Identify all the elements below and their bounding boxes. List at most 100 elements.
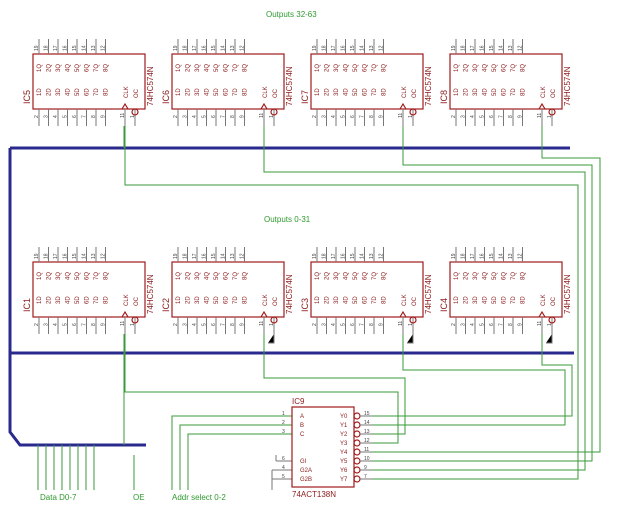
top-pin-number: 19 xyxy=(451,45,457,51)
bottom-pin-number: 9 xyxy=(518,115,524,118)
bottom-pin-number: 1 xyxy=(130,115,136,118)
q-pin-label: 6Q xyxy=(85,64,91,72)
decoder-output-bubble xyxy=(353,448,361,456)
d-pin-label: 4D xyxy=(483,296,489,304)
top-pin-number: 17 xyxy=(192,253,198,259)
latch-chip-ic6: 191Q1D182Q2D173Q3D164Q4D155Q5D146Q6D137Q… xyxy=(161,39,294,126)
bottom-pin-number: 4 xyxy=(53,323,59,326)
oc-label: OC xyxy=(134,88,140,98)
d-pin-label: 7D xyxy=(94,88,100,96)
top-pin-number: 15 xyxy=(211,253,217,259)
part-number: 74HC574N xyxy=(285,274,294,314)
decoder-output-pin-number: 14 xyxy=(364,420,370,426)
oc-label: OC xyxy=(412,88,418,98)
clock-triangle xyxy=(121,102,129,110)
decoder-enable-pin: 5 xyxy=(282,474,285,480)
d-pin-label: 7D xyxy=(233,88,239,96)
top-pin-number: 14 xyxy=(82,45,88,51)
decoder-output-bubble xyxy=(353,475,361,483)
bottom-pin-number: 5 xyxy=(480,115,486,118)
top-pin-number: 15 xyxy=(489,253,495,259)
d-pin-label: 1D xyxy=(454,88,460,96)
clk-label: CLK xyxy=(124,86,130,98)
d-pin-label: 5D xyxy=(353,88,359,96)
d-pin-label: 7D xyxy=(511,296,517,304)
bottom-pin-number: 8 xyxy=(230,115,236,118)
d-pin-label: 6D xyxy=(502,296,508,304)
bottom-pin-number: 1 xyxy=(547,115,553,118)
clk-wire-top-3 xyxy=(372,126,593,462)
addr-line-2 xyxy=(187,433,292,490)
bottom-pin-number: 8 xyxy=(369,115,375,118)
q-pin-label: 8Q xyxy=(382,272,388,280)
q-pin-label: 7Q xyxy=(372,64,378,72)
clk-wire-mid-4 xyxy=(372,334,573,417)
part-number: 74HC574N xyxy=(424,66,433,106)
d-pin-label: 2D xyxy=(47,88,53,96)
d-pin-label: 6D xyxy=(224,296,230,304)
oc-bubble xyxy=(548,316,556,324)
d-pin-label: 8D xyxy=(104,88,110,96)
q-pin-label: 5Q xyxy=(353,64,359,72)
decoder-output-bubble xyxy=(353,430,361,438)
bottom-pin-number: 3 xyxy=(461,115,467,118)
top-pin-number: 17 xyxy=(331,45,337,51)
clk-wire-mid-2 xyxy=(263,334,406,435)
bottom-pin-number: 3 xyxy=(322,323,328,326)
bottom-pin-number: 8 xyxy=(230,323,236,326)
decoder-output-pin-number: 15 xyxy=(364,411,370,417)
part-number: 74HC574N xyxy=(563,274,572,314)
d-pin-label: 1D xyxy=(454,296,460,304)
top-pin-number: 16 xyxy=(63,45,69,51)
bottom-pin-number: 11 xyxy=(259,113,265,118)
bottom-pin-number: 8 xyxy=(369,323,375,326)
top-pin-number: 18 xyxy=(322,45,328,51)
bottom-pin-number: 3 xyxy=(44,323,50,326)
oc-ground-stub xyxy=(407,334,414,344)
bottom-pin-number: 5 xyxy=(341,115,347,118)
d-pin-label: 6D xyxy=(363,88,369,96)
bottom-pin-number: 11 xyxy=(537,321,543,326)
bottom-pin-number: 5 xyxy=(63,115,69,118)
latch-chip-ic3: 191Q1D182Q2D173Q3D164Q4D155Q5D146Q6D137Q… xyxy=(300,247,433,334)
decoder-enable-pin: 4 xyxy=(282,465,285,471)
q-pin-label: 7Q xyxy=(233,64,239,72)
top-pin-number: 15 xyxy=(211,45,217,51)
bottom-pin-number: 9 xyxy=(379,323,385,326)
bottom-pin-number: 9 xyxy=(240,323,246,326)
d-pin-label: 4D xyxy=(205,296,211,304)
oc-label: OC xyxy=(134,296,140,306)
top-pin-number: 16 xyxy=(202,253,208,259)
top-pin-number: 12 xyxy=(240,45,246,51)
bottom-pin-number: 4 xyxy=(192,323,198,326)
top-pin-number: 14 xyxy=(499,45,505,51)
bottom-pin-number: 3 xyxy=(461,323,467,326)
d-pin-label: 5D xyxy=(75,88,81,96)
decoder-output-bubble xyxy=(353,421,361,429)
bottom-pin-number: 1 xyxy=(269,115,275,118)
clk-label: CLK xyxy=(263,294,269,306)
bottom-pin-number: 1 xyxy=(408,115,414,118)
d-pin-label: 1D xyxy=(37,296,43,304)
d-pin-label: 1D xyxy=(315,296,321,304)
bottom-pin-number: 2 xyxy=(34,323,40,326)
d-pin-label: 7D xyxy=(372,88,378,96)
clk-label: CLK xyxy=(263,86,269,98)
top-pin-number: 15 xyxy=(350,253,356,259)
latch-chip-ic7: 191Q1D182Q2D173Q3D164Q4D155Q5D146Q6D137Q… xyxy=(300,39,433,126)
top-pin-number: 18 xyxy=(44,45,50,51)
oc-bubble xyxy=(131,316,139,324)
part-number: 74HC574N xyxy=(146,274,155,314)
top-pin-number: 17 xyxy=(53,253,59,259)
d-pin-label: 3D xyxy=(334,88,340,96)
q-pin-label: 1Q xyxy=(454,64,460,72)
decoder-body xyxy=(291,406,355,488)
oc-bubble xyxy=(409,316,417,324)
d-pin-label: 8D xyxy=(104,296,110,304)
clk-wire-top-2 xyxy=(263,126,586,471)
bottom-pin-number: 7 xyxy=(360,323,366,326)
q-pin-label: 2Q xyxy=(325,64,331,72)
bottom-pin-number: 6 xyxy=(211,323,217,326)
clock-triangle xyxy=(538,310,546,318)
ic-designator: IC8 xyxy=(439,90,449,104)
